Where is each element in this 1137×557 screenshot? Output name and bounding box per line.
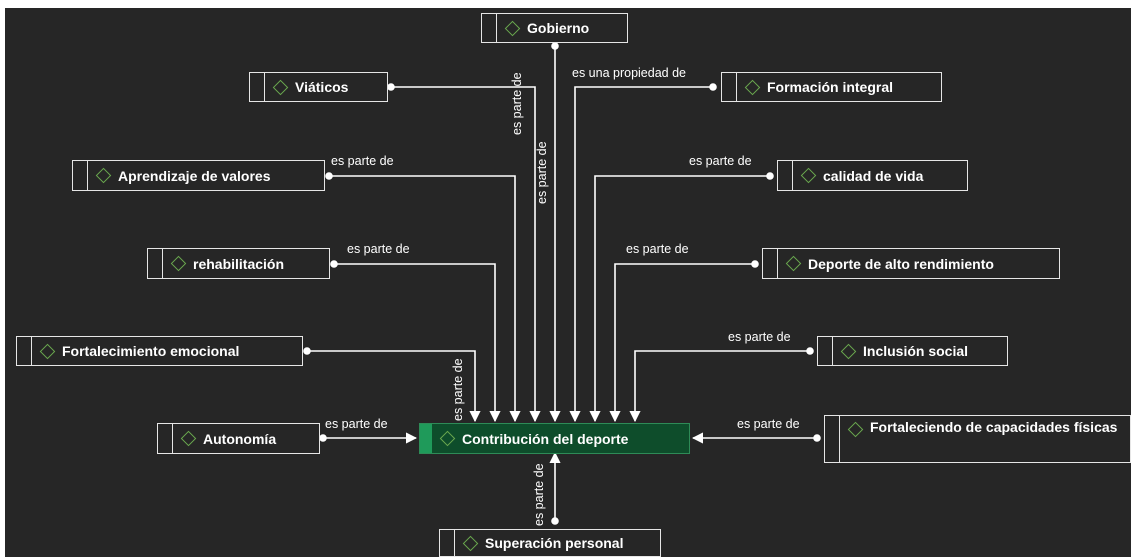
node-handle (73, 161, 88, 190)
node-label: Viáticos (295, 79, 349, 95)
edge-origin-dot (751, 260, 759, 268)
node-handle (818, 337, 833, 365)
edge-origin-dot (813, 434, 821, 442)
node-label: Superación personal (485, 535, 624, 551)
connector-layer (303, 42, 821, 525)
node-label: Inclusión social (863, 343, 969, 359)
diamond-icon (800, 167, 817, 184)
relation-label-inclusion-social: es parte de (728, 330, 791, 344)
node-calidad-vida[interactable]: calidad de vida (777, 160, 968, 191)
node-formacion-integral[interactable]: Formación integral (721, 72, 942, 102)
diamond-icon (847, 421, 864, 438)
edge-origin-dot (330, 260, 338, 268)
node-handle (250, 73, 265, 101)
node-label: Fortaleciendo de capacidades físicas (870, 419, 1118, 435)
edge-origin-dot (709, 83, 717, 91)
edge-aprendizaje-valores (329, 175, 521, 423)
node-label: rehabilitación (193, 255, 285, 272)
node-label: calidad de vida (823, 167, 924, 184)
node-label: Gobierno (527, 20, 590, 36)
node-autonomia[interactable]: Autonomía (157, 423, 320, 454)
node-fortalecimiento-emocional[interactable]: Fortalecimiento emocional (16, 336, 303, 366)
relation-label-fortaleciendo-capacidades: es parte de (737, 417, 800, 431)
node-handle (763, 249, 778, 278)
node-handle (440, 530, 455, 556)
edge-origin-dot (766, 172, 774, 180)
edge-viaticos (391, 86, 541, 423)
node-handle (17, 337, 32, 365)
relation-label-aprendizaje-valores: es parte de (331, 154, 394, 168)
node-rehabilitacion[interactable]: rehabilitación (147, 248, 330, 279)
diamond-icon (180, 430, 197, 447)
node-label: Fortalecimiento emocional (62, 343, 240, 359)
node-inclusion-social[interactable]: Inclusión social (817, 336, 1008, 366)
edge-calidad-vida (589, 175, 770, 423)
diamond-icon (170, 255, 187, 272)
edge-deporte-alto-rendimiento (609, 263, 755, 423)
diamond-icon (439, 430, 456, 447)
relation-label-formacion-integral: es una propiedad de (572, 66, 686, 80)
diamond-icon (504, 20, 521, 36)
node-label: Formación integral (767, 79, 894, 95)
node-handle (482, 14, 497, 42)
edge-origin-dot (551, 517, 559, 525)
relation-label-viaticos: es parte de (510, 72, 524, 135)
relation-label-gobierno: es parte de (535, 141, 549, 204)
node-viaticos[interactable]: Viáticos (249, 72, 388, 102)
diamond-icon (785, 255, 802, 272)
node-handle (158, 424, 173, 453)
node-fortaleciendo-capacidades[interactable]: Fortaleciendo de capacidades físicas (824, 415, 1131, 463)
node-superacion-personal[interactable]: Superación personal (439, 529, 661, 557)
node-gobierno[interactable]: Gobierno (481, 13, 628, 43)
node-aprendizaje-valores[interactable]: Aprendizaje de valores (72, 160, 325, 191)
diamond-icon (744, 79, 761, 95)
concept-map-canvas: es una propiedad de es parte de es parte… (5, 8, 1131, 557)
edge-inclusion-social (629, 350, 810, 423)
relation-label-fortalecimiento-emocional: es parte de (451, 358, 465, 421)
node-label: Deporte de alto rendimiento (808, 255, 994, 272)
diamond-icon (39, 343, 56, 359)
relation-label-superacion-personal: es parte de (532, 463, 546, 526)
edge-origin-dot (319, 434, 327, 442)
node-label: Autonomía (203, 430, 277, 447)
relation-label-autonomia: es parte de (325, 417, 388, 431)
edge-origin-dot (806, 347, 814, 355)
diamond-icon (462, 535, 479, 551)
diamond-icon (272, 79, 289, 95)
edge-fortalecimiento-emocional (307, 350, 481, 423)
node-handle (148, 249, 163, 278)
relation-label-calidad-vida: es parte de (689, 154, 752, 168)
diamond-icon (840, 343, 857, 359)
edge-origin-dot (387, 83, 395, 91)
node-contribucion-deporte[interactable]: Contribución del deporte (419, 423, 690, 454)
edge-origin-dot (551, 42, 559, 50)
node-handle (778, 161, 793, 190)
node-handle (825, 416, 840, 462)
node-handle (722, 73, 737, 101)
edge-origin-dot (325, 172, 333, 180)
edge-origin-dot (303, 347, 311, 355)
node-label: Aprendizaje de valores (118, 167, 271, 184)
node-label: Contribución del deporte (462, 430, 629, 447)
edge-rehabilitacion (334, 263, 501, 423)
node-deporte-alto-rendimiento[interactable]: Deporte de alto rendimiento (762, 248, 1060, 279)
relation-label-rehabilitacion: es parte de (347, 242, 410, 256)
node-handle (420, 424, 432, 453)
diamond-icon (95, 167, 112, 184)
edge-formacion-integral (569, 86, 713, 423)
relation-label-deporte-alto-rendimiento: es parte de (626, 242, 689, 256)
